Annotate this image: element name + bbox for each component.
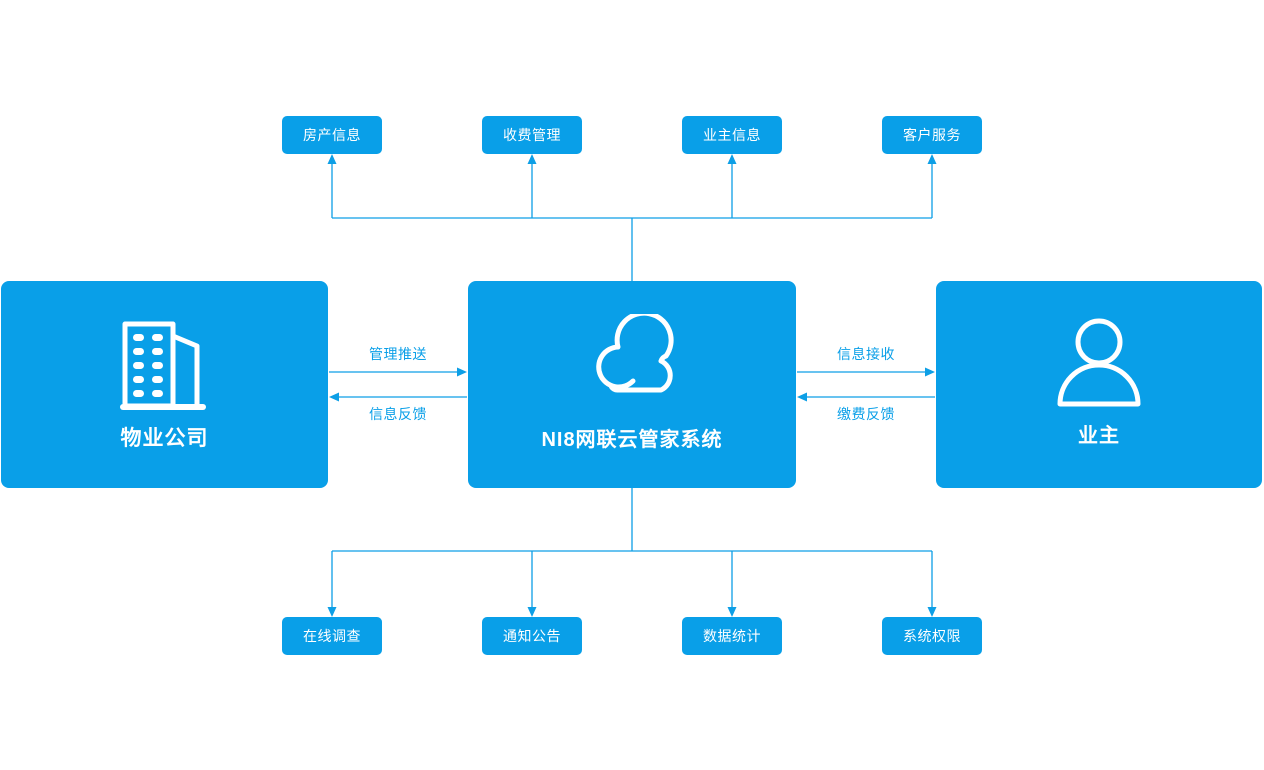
arrow-down-icon: [727, 607, 737, 617]
bottom-tree-connector: [331, 488, 933, 607]
arrow-left-icon: [329, 392, 339, 402]
arrow-right-icon: [457, 367, 467, 377]
flow-label-payment-feedback: 缴费反馈: [837, 406, 895, 422]
flow-label-info-receive: 信息接收: [837, 346, 895, 362]
node-owner-info: 业主信息: [682, 116, 782, 154]
node-owner: 业主: [936, 281, 1262, 488]
building-windows: [133, 334, 163, 397]
entity-label-cloud-system: NI8网联云管家系统: [541, 429, 723, 451]
node-online-survey: 在线调查: [282, 617, 382, 655]
flow-label-management-push: 管理推送: [369, 346, 427, 362]
arrow-down-icon: [527, 607, 537, 617]
node-system-permissions: 系统权限: [882, 617, 982, 655]
arrow-right-icon: [925, 367, 935, 377]
entity-label-owner: 业主: [1078, 425, 1120, 447]
node-property-info: 房产信息: [282, 116, 382, 154]
node-notice-announcement: 通知公告: [482, 617, 582, 655]
user-icon: [1057, 318, 1141, 407]
flow-label-info-feedback: 信息反馈: [369, 406, 427, 422]
arrow-up-icon: [927, 154, 937, 164]
arrow-down-icon: [927, 607, 937, 617]
building-icon: [120, 321, 206, 410]
top-tree-connector: [331, 163, 933, 281]
node-data-statistics: 数据统计: [682, 617, 782, 655]
entity-label-property-company: 物业公司: [120, 427, 209, 450]
arrow-up-icon: [727, 154, 737, 164]
node-cloud-system: NI8网联云管家系统: [468, 281, 796, 488]
arrow-up-icon: [527, 154, 537, 164]
node-property-company: 物业公司: [1, 281, 328, 488]
node-customer-service: 客户服务: [882, 116, 982, 154]
arrow-left-icon: [797, 392, 807, 402]
arrow-up-icon: [327, 154, 337, 164]
arrow-down-icon: [327, 607, 337, 617]
cloud-icon: [596, 314, 674, 393]
node-fee-management: 收费管理: [482, 116, 582, 154]
